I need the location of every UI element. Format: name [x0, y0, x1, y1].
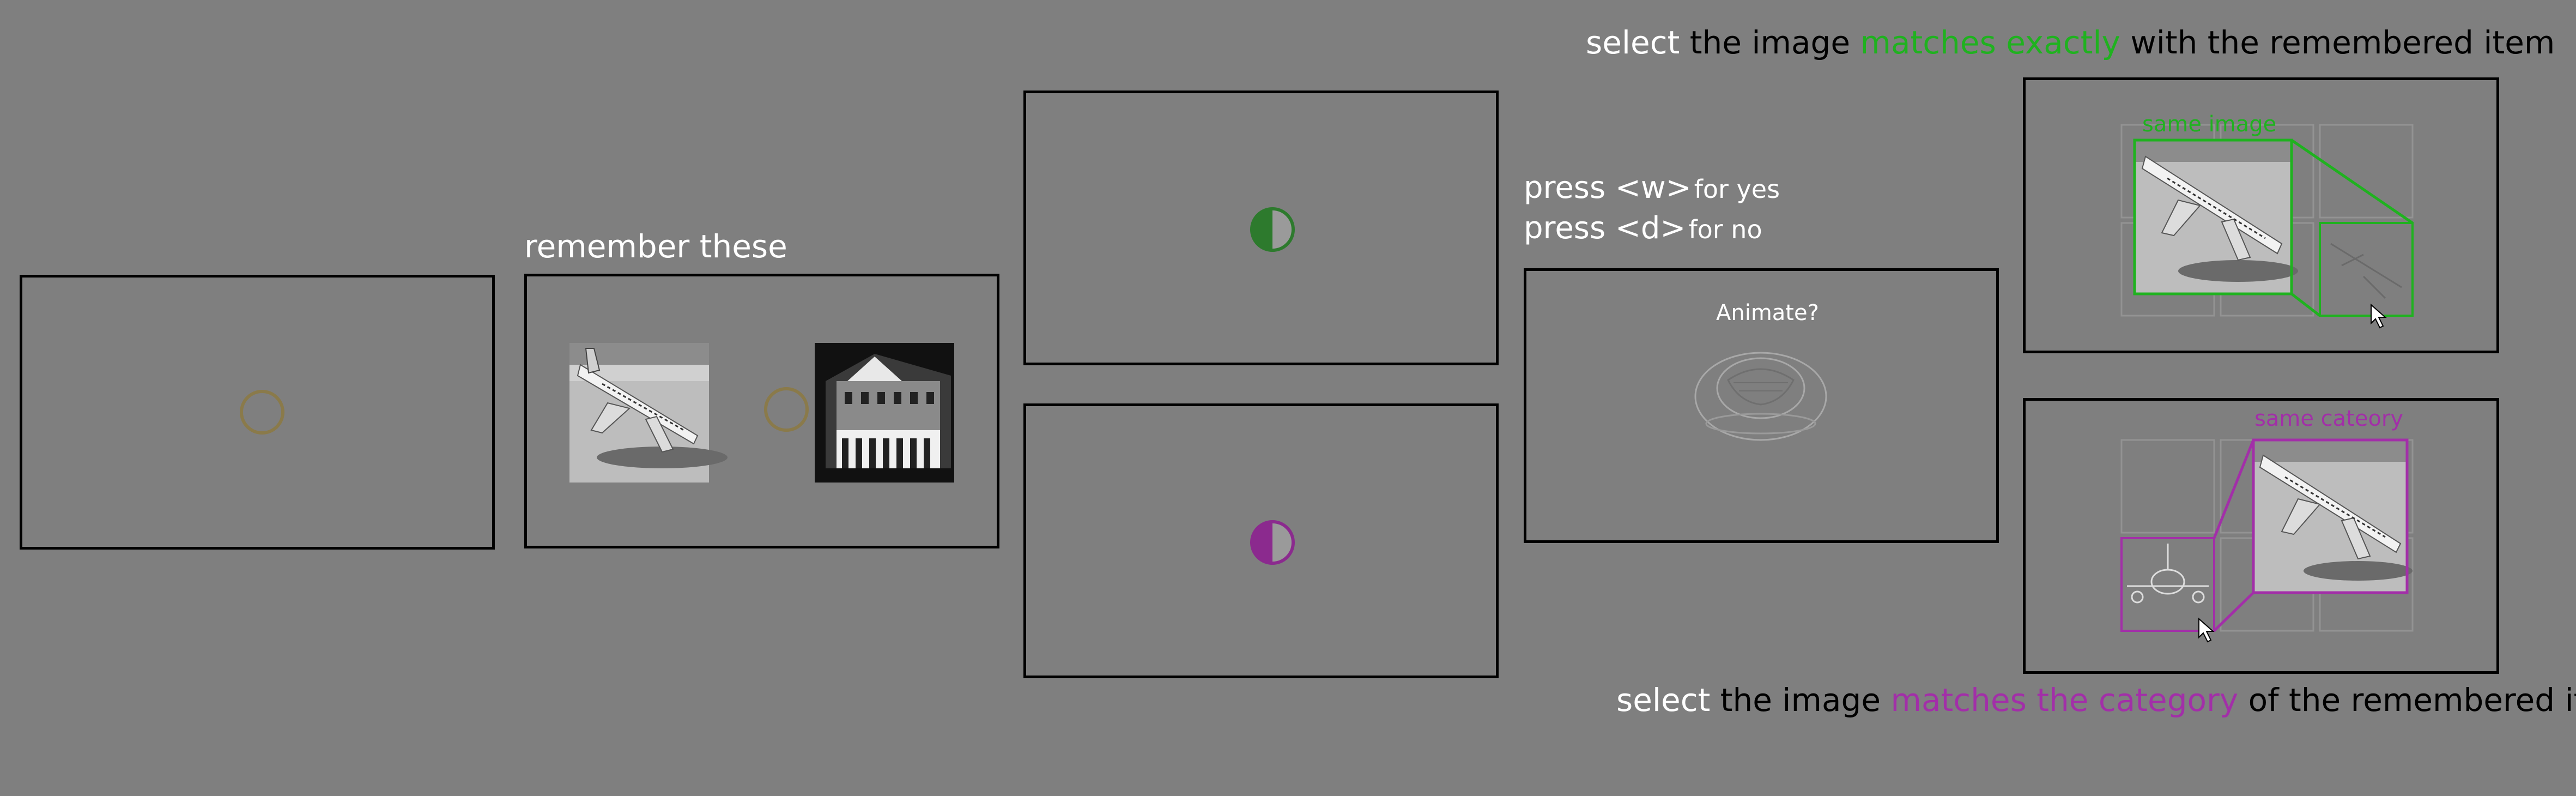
top-instruction-select: select: [1586, 24, 1680, 61]
zoomed-airplane-exact: [2133, 138, 2298, 296]
object-line-drawing: [1694, 352, 1827, 441]
press-w-rest: for yes: [1694, 174, 1780, 204]
encoding-fixation-ring: [764, 387, 809, 432]
bottom-instruction-highlight: matches the category: [1890, 682, 2239, 719]
airplane-image: [569, 343, 728, 483]
press-w-line: press <w> for yes: [1524, 170, 1780, 206]
small-airplane-outline: [2319, 222, 2414, 317]
cursor-icon: [2371, 303, 2387, 329]
cue-screen-category: [1023, 403, 1499, 678]
encoding-screen: [524, 274, 999, 548]
bottom-instruction-select: select: [1616, 682, 1711, 719]
zoom-line-top: [2290, 138, 2414, 225]
same-category-label: same cateory: [2254, 406, 2404, 431]
cue-category-svg: [1250, 520, 1295, 565]
zoomed-airplane-category: [2252, 438, 2413, 594]
response-exact-svg: [2120, 124, 2414, 329]
fixation-screen: [20, 275, 495, 550]
cue-screen-exact: [1023, 91, 1499, 365]
half-circle-cue-magenta: [1250, 520, 1295, 565]
cursor-icon: [2198, 617, 2215, 643]
response-category-svg: [2120, 438, 2414, 643]
encoding-label: remember these: [524, 228, 787, 265]
fixation-ring: [240, 390, 284, 435]
zoom-line-bottom-cat: [2213, 592, 2254, 632]
cue-exact-svg: [1250, 207, 1295, 252]
press-d-key: press <d>: [1524, 210, 1686, 246]
press-d-rest: for no: [1688, 215, 1762, 244]
fixation-svg: [240, 390, 284, 435]
bottom-instruction: select the image matches the category of…: [1616, 682, 2576, 719]
top-instruction-highlight: matches exactly: [1860, 24, 2120, 61]
building-image: [815, 343, 954, 483]
bottom-instruction-post: of the remembered item: [2248, 682, 2576, 719]
same-image-label: same image: [2142, 112, 2277, 137]
zoom-line-top-cat: [2213, 439, 2255, 539]
recognition-screen: Animate?: [1524, 268, 1999, 543]
animate-question: Animate?: [1716, 300, 1819, 325]
top-instruction: select the image matches exactly with th…: [1586, 24, 2555, 61]
zoom-line-bottom: [2290, 293, 2321, 317]
small-airplane-front-outline: [2120, 537, 2215, 632]
top-instruction-post: with the remembered item: [2130, 24, 2555, 61]
response-screen-exact: same image: [2023, 77, 2499, 353]
bottom-instruction-pre: the image: [1720, 682, 1881, 719]
response-screen-category: same cateory: [2023, 398, 2499, 674]
press-w-key: press <w>: [1524, 170, 1692, 206]
press-d-line: press <d> for no: [1524, 210, 1762, 246]
half-circle-cue-green: [1250, 207, 1295, 252]
top-instruction-pre: the image: [1689, 24, 1851, 61]
